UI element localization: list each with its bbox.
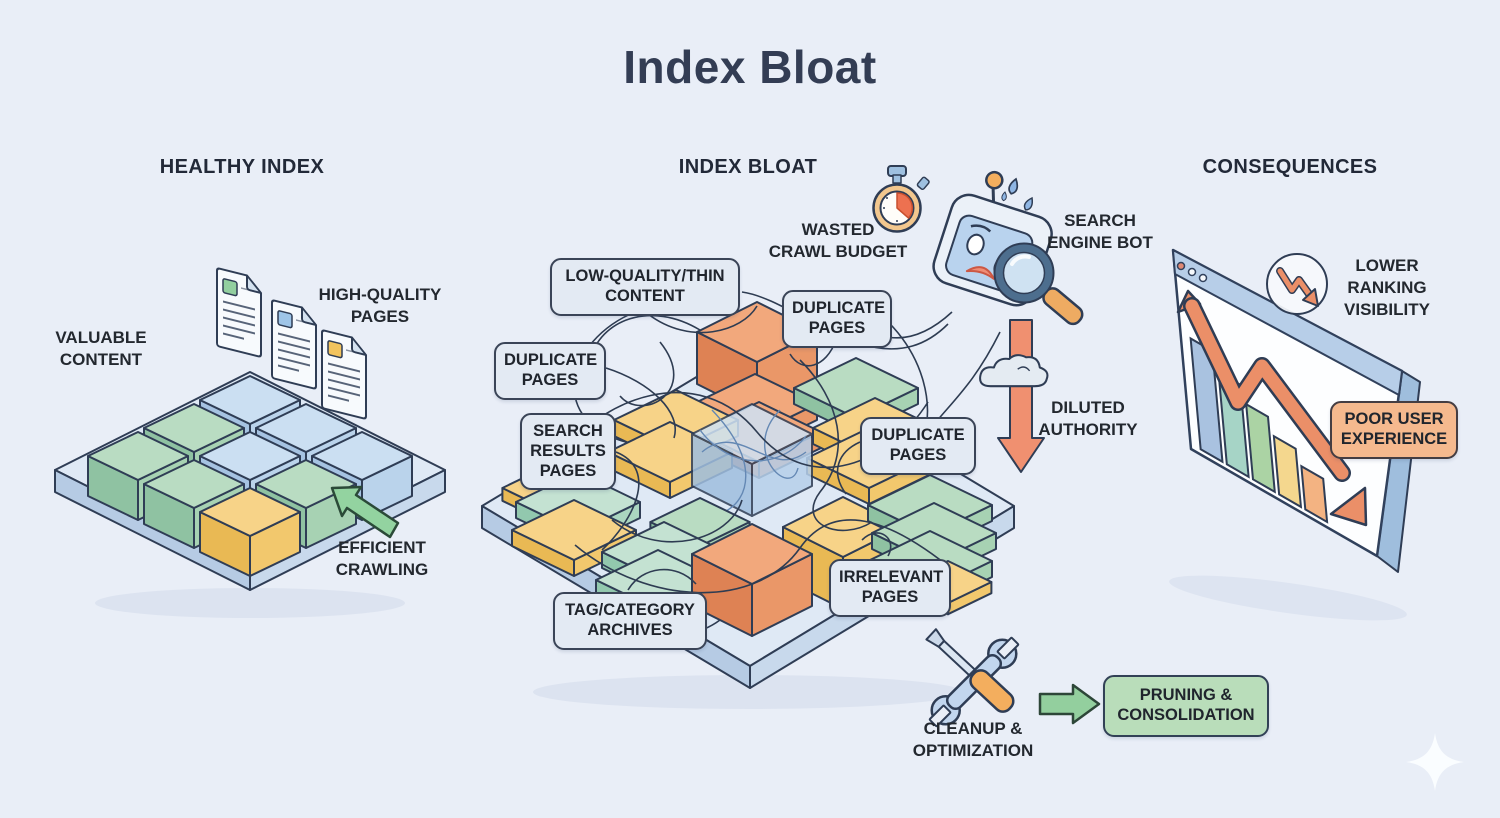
- section-header-healthy-index: HEALTHY INDEX: [159, 156, 325, 178]
- label-diluted-authority: DILUTED AUTHORITY: [1038, 398, 1138, 439]
- callout-irrelevant-pages: IRRELEVANT PAGES: [829, 559, 951, 617]
- label-cleanup-optimization: CLEANUP & OPTIMIZATION: [912, 719, 1034, 760]
- label-lower-ranking-visibility: LOWER RANKING VISIBILITY: [1344, 256, 1430, 319]
- ground-shadows: [95, 575, 1407, 709]
- remedy-arrow-icon: [1038, 683, 1101, 725]
- window-title-bar: [1172, 249, 1403, 396]
- browser-window-illustration: [1171, 248, 1421, 573]
- callout-duplicate-pages-top: DUPLICATE PAGES: [782, 290, 892, 348]
- callout-tag-category-archives: TAG/CATEGORY ARCHIVES: [553, 592, 707, 650]
- label-search-engine-bot: SEARCH ENGINE BOT: [1047, 211, 1153, 252]
- wrench-screwdriver-icon: [925, 628, 1020, 728]
- healthy-index-illustration: [54, 266, 446, 591]
- magnifier-icon: [993, 242, 1084, 326]
- label-valuable-content: VALUABLE CONTENT: [55, 328, 147, 369]
- bloat-pile: [501, 301, 997, 637]
- label-high-quality-pages: HIGH-QUALITY PAGES: [318, 285, 442, 326]
- document-icon: [270, 298, 318, 391]
- section-header-consequences: CONSEQUENCES: [1202, 156, 1378, 178]
- efficient-crawling-arrow-icon: [330, 485, 400, 539]
- window-dots-icon: [1176, 261, 1208, 283]
- callout-search-results-pages: SEARCH RESULTS PAGES: [520, 413, 616, 491]
- sparkle-icon: [1406, 733, 1464, 791]
- document-icon: [215, 266, 263, 359]
- label-efficient-crawling: EFFICIENT CRAWLING: [335, 538, 429, 579]
- decline-badge-icon: [1266, 253, 1328, 315]
- cloud-icon: [979, 354, 1049, 388]
- callout-duplicate-pages-left: DUPLICATE PAGES: [494, 342, 606, 400]
- callout-pruning-consolidation: PRUNING & CONSOLIDATION: [1103, 675, 1269, 737]
- decline-arrow-icon: [1176, 289, 1368, 527]
- stopwatch-icon: [872, 165, 930, 233]
- callout-poor-user-experience: POOR USER EXPERIENCE: [1330, 401, 1458, 459]
- callout-duplicate-pages-right: DUPLICATE PAGES: [860, 417, 976, 475]
- callout-low-quality-thin-content: LOW-QUALITY/THIN CONTENT: [550, 258, 740, 316]
- diluted-authority-arrow-icon: [979, 319, 1049, 473]
- robot-icon: [932, 170, 1084, 326]
- tangle-lines-inside: [699, 409, 807, 513]
- document-icon: [320, 328, 368, 421]
- section-header-index-bloat: INDEX BLOAT: [678, 156, 818, 178]
- label-wasted-crawl-budget: WASTED CRAWL BUDGET: [768, 220, 908, 261]
- page-title: Index Bloat: [623, 41, 877, 93]
